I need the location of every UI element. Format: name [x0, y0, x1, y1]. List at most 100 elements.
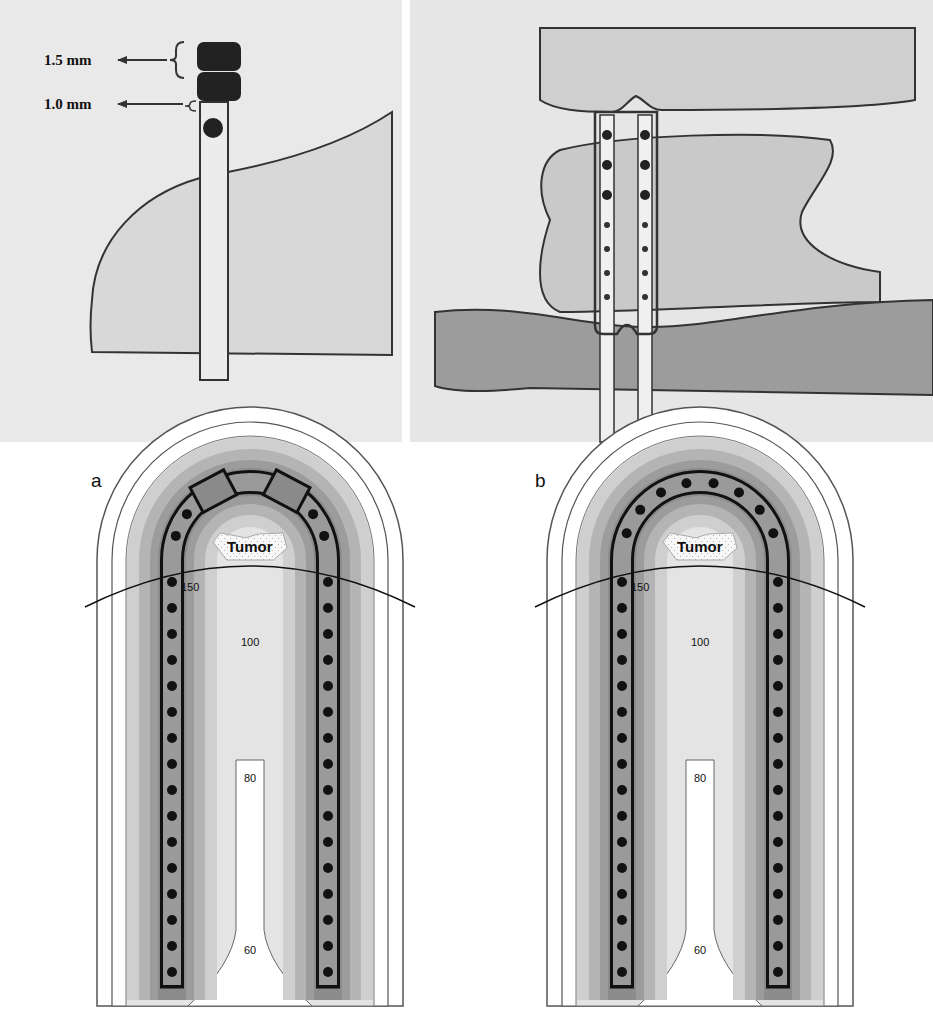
- catheter-tube: [600, 115, 614, 442]
- seed: [167, 733, 177, 743]
- seed: [167, 759, 177, 769]
- seed: [602, 130, 612, 140]
- seed: [642, 270, 648, 276]
- seed: [656, 487, 666, 497]
- isodose-band: [172, 482, 328, 1000]
- seed: [709, 478, 719, 488]
- seed: [319, 531, 329, 541]
- seed: [617, 681, 627, 691]
- seed: [323, 967, 333, 977]
- isodose-value: 150: [631, 582, 649, 593]
- seed: [773, 655, 783, 665]
- seed: [773, 785, 783, 795]
- seed: [773, 863, 783, 873]
- seed: [755, 505, 765, 515]
- surface-line: [85, 566, 415, 607]
- isodose-band: [126, 436, 374, 1006]
- catheter-tube: [172, 482, 328, 988]
- spacer-cap: [197, 42, 241, 71]
- isodose-band: [622, 482, 778, 1000]
- isodose-plot: [85, 407, 415, 1006]
- seed: [167, 655, 177, 665]
- seed: [604, 270, 610, 276]
- seed: [617, 629, 627, 639]
- panel-ground: [410, 0, 933, 442]
- seed: [323, 941, 333, 951]
- seed: [167, 863, 177, 873]
- drawing-stroke: [766, 986, 790, 989]
- catheter-tube: [638, 115, 652, 442]
- seed: [617, 811, 627, 821]
- catheter-tube: [172, 482, 328, 985]
- drawing-stroke: [610, 986, 634, 989]
- seed: [167, 681, 177, 691]
- seed: [323, 811, 333, 821]
- seed: [323, 655, 333, 665]
- seed: [602, 190, 612, 200]
- isodose-contour: [562, 422, 838, 1006]
- seed: [642, 246, 648, 252]
- seed: [617, 759, 627, 769]
- applicator-block: [190, 470, 237, 513]
- seed: [773, 577, 783, 587]
- isodose-value: 60: [694, 945, 706, 956]
- seed: [640, 130, 650, 140]
- brace: [185, 101, 196, 111]
- seed: [617, 733, 627, 743]
- seed: [617, 603, 627, 613]
- seed: [617, 707, 627, 717]
- seed: [617, 941, 627, 951]
- seed: [604, 222, 610, 228]
- tissue-outline: [435, 300, 933, 395]
- seed: [323, 577, 333, 587]
- seed: [773, 629, 783, 639]
- panel-ground: [0, 0, 402, 442]
- seed: [604, 246, 610, 252]
- isodose-value: 80: [694, 773, 706, 784]
- tumor-shape: [663, 533, 737, 560]
- seed: [768, 528, 778, 538]
- leader-arrow: [118, 59, 167, 61]
- seed: [182, 509, 192, 519]
- dimension-label: 1.0 mm: [44, 97, 92, 112]
- seed: [323, 863, 333, 873]
- seed: [617, 863, 627, 873]
- panel-letter: b: [535, 471, 546, 490]
- spacer-cap: [197, 72, 241, 101]
- surface-line: [535, 566, 865, 607]
- seed: [323, 889, 333, 899]
- seed: [617, 915, 627, 925]
- seed: [773, 837, 783, 847]
- seed: [167, 915, 177, 925]
- seed: [734, 487, 744, 497]
- seed: [617, 655, 627, 665]
- seed: [773, 915, 783, 925]
- seed: [773, 967, 783, 977]
- seed: [167, 837, 177, 847]
- tumor-shape: [213, 533, 287, 560]
- tissue-outline: [540, 28, 915, 112]
- isodose-contour: [547, 407, 853, 1006]
- seed: [640, 160, 650, 170]
- tumor-region: Tumor: [661, 531, 739, 562]
- seed: [167, 785, 177, 795]
- isodose-value: 60: [244, 945, 256, 956]
- seed: [323, 837, 333, 847]
- seed: [773, 707, 783, 717]
- tumor-label: Tumor: [227, 539, 273, 554]
- isodose-contour: [97, 407, 403, 1006]
- isodose-band: [622, 482, 778, 1000]
- seed: [323, 681, 333, 691]
- seed: [617, 577, 627, 587]
- seed-row: [602, 130, 650, 300]
- seed: [773, 733, 783, 743]
- isodose-value: 100: [691, 637, 709, 648]
- isodose-band: [172, 482, 328, 1000]
- seed: [604, 294, 610, 300]
- seed: [622, 528, 632, 538]
- seed: [308, 509, 318, 519]
- seed: [617, 967, 627, 977]
- seed: [323, 915, 333, 925]
- seed: [323, 785, 333, 795]
